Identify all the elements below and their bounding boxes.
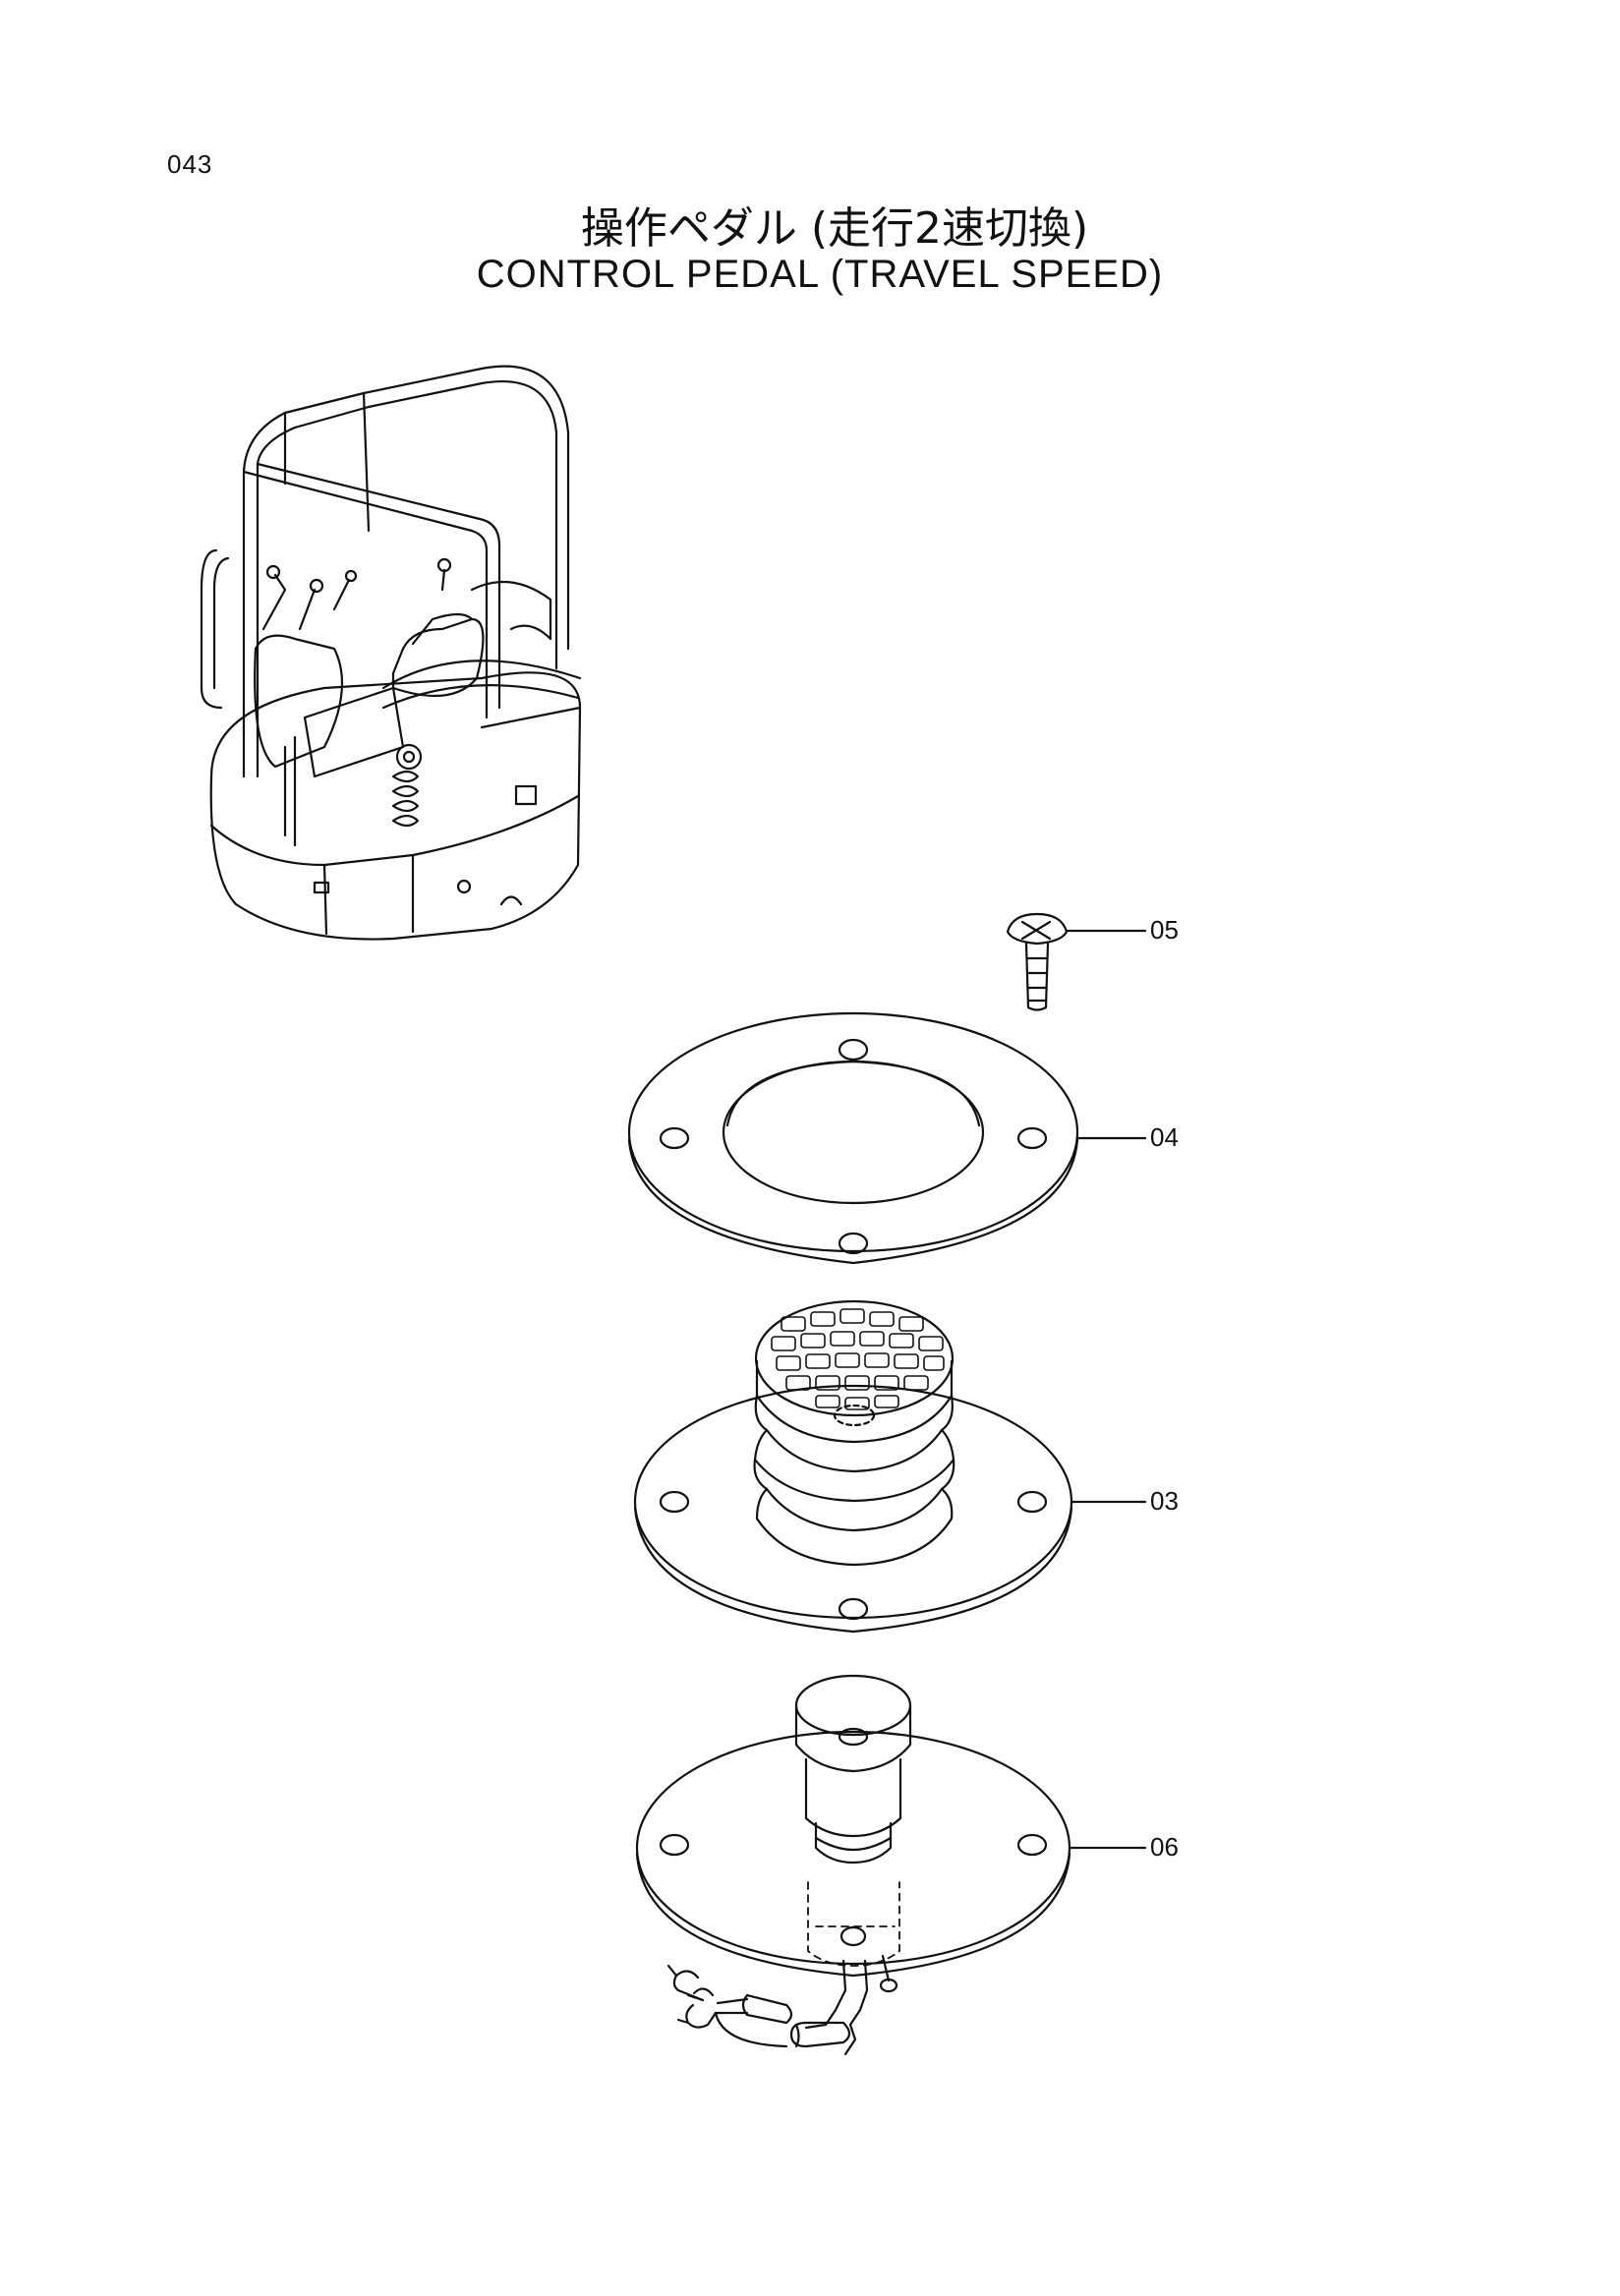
part-05-screw-drawing xyxy=(1006,912,1147,1011)
callout-04: 04 xyxy=(1150,1122,1179,1152)
page-title-japanese: 操作ペダル (走行2速切換) xyxy=(580,203,1089,254)
machine-overview-drawing xyxy=(200,365,582,941)
page-number: 043 xyxy=(167,149,213,179)
page-title-english: CONTROL PEDAL (TRAVEL SPEED) xyxy=(476,253,1164,296)
part-03-pedal-cover-drawing xyxy=(633,1299,1147,1634)
callout-03: 03 xyxy=(1150,1486,1179,1516)
callout-05: 05 xyxy=(1150,915,1179,945)
part-06-switch-assembly-drawing xyxy=(635,1674,1147,2056)
part-04-ring-plate-drawing xyxy=(627,1011,1147,1265)
callout-06: 06 xyxy=(1150,1832,1179,1862)
